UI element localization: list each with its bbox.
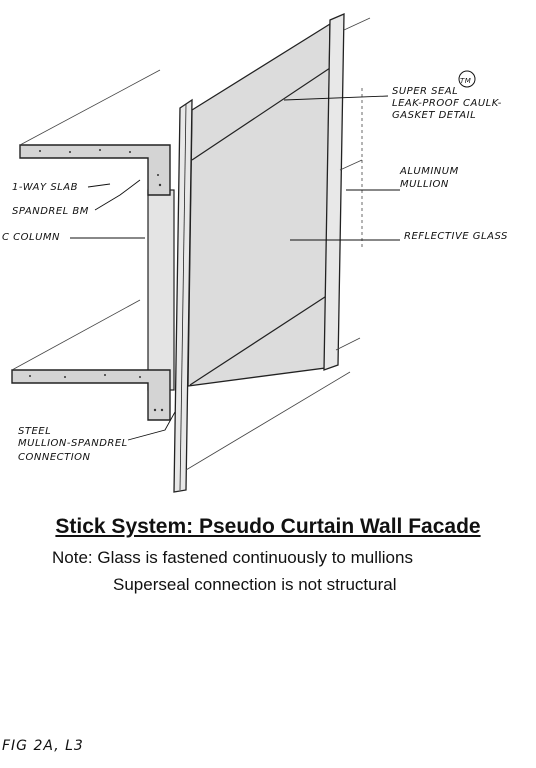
lower-slab	[11, 369, 171, 421]
curtain-wall-sketch: SUPER SEAL TM LEAK-PROOF CAULK- GASKET D…	[2, 13, 508, 493]
spandrel-label: SPANDREL BM	[12, 206, 89, 217]
glass-panel	[187, 22, 331, 387]
caption-note: Note: Glass is fastened continuously to …	[52, 548, 413, 567]
upper-slab	[19, 144, 171, 196]
panel-joint-lower	[189, 294, 329, 386]
tm-mark: TM	[460, 77, 471, 85]
slab-label: 1-WAY SLAB	[12, 182, 78, 193]
aluminum-label: ALUMINUM	[399, 166, 459, 177]
figure-reference: FIG 2A, L3	[2, 738, 84, 754]
connection-label: CONNECTION	[18, 452, 91, 463]
steel-label: STEEL	[18, 426, 51, 437]
gasket-label: GASKET DETAIL	[392, 110, 476, 121]
leakproof-label: LEAK-PROOF CAULK-	[392, 98, 502, 109]
superseal-label: SUPER SEAL	[392, 86, 458, 97]
reflective-glass-label: REFLECTIVE GLASS	[404, 231, 508, 242]
mullion-spandrel-label: MULLION-SPANDREL	[18, 438, 128, 449]
caption-title: Stick System: Pseudo Curtain Wall Facade	[55, 515, 481, 538]
mullion-label: MULLION	[400, 179, 449, 190]
right-mullion	[323, 13, 345, 371]
panel-joint-upper	[191, 67, 331, 161]
column-label: C COLUMN	[2, 232, 60, 243]
caption-note-2: Superseal connection is not structural	[113, 575, 397, 594]
concrete-column	[147, 189, 175, 391]
